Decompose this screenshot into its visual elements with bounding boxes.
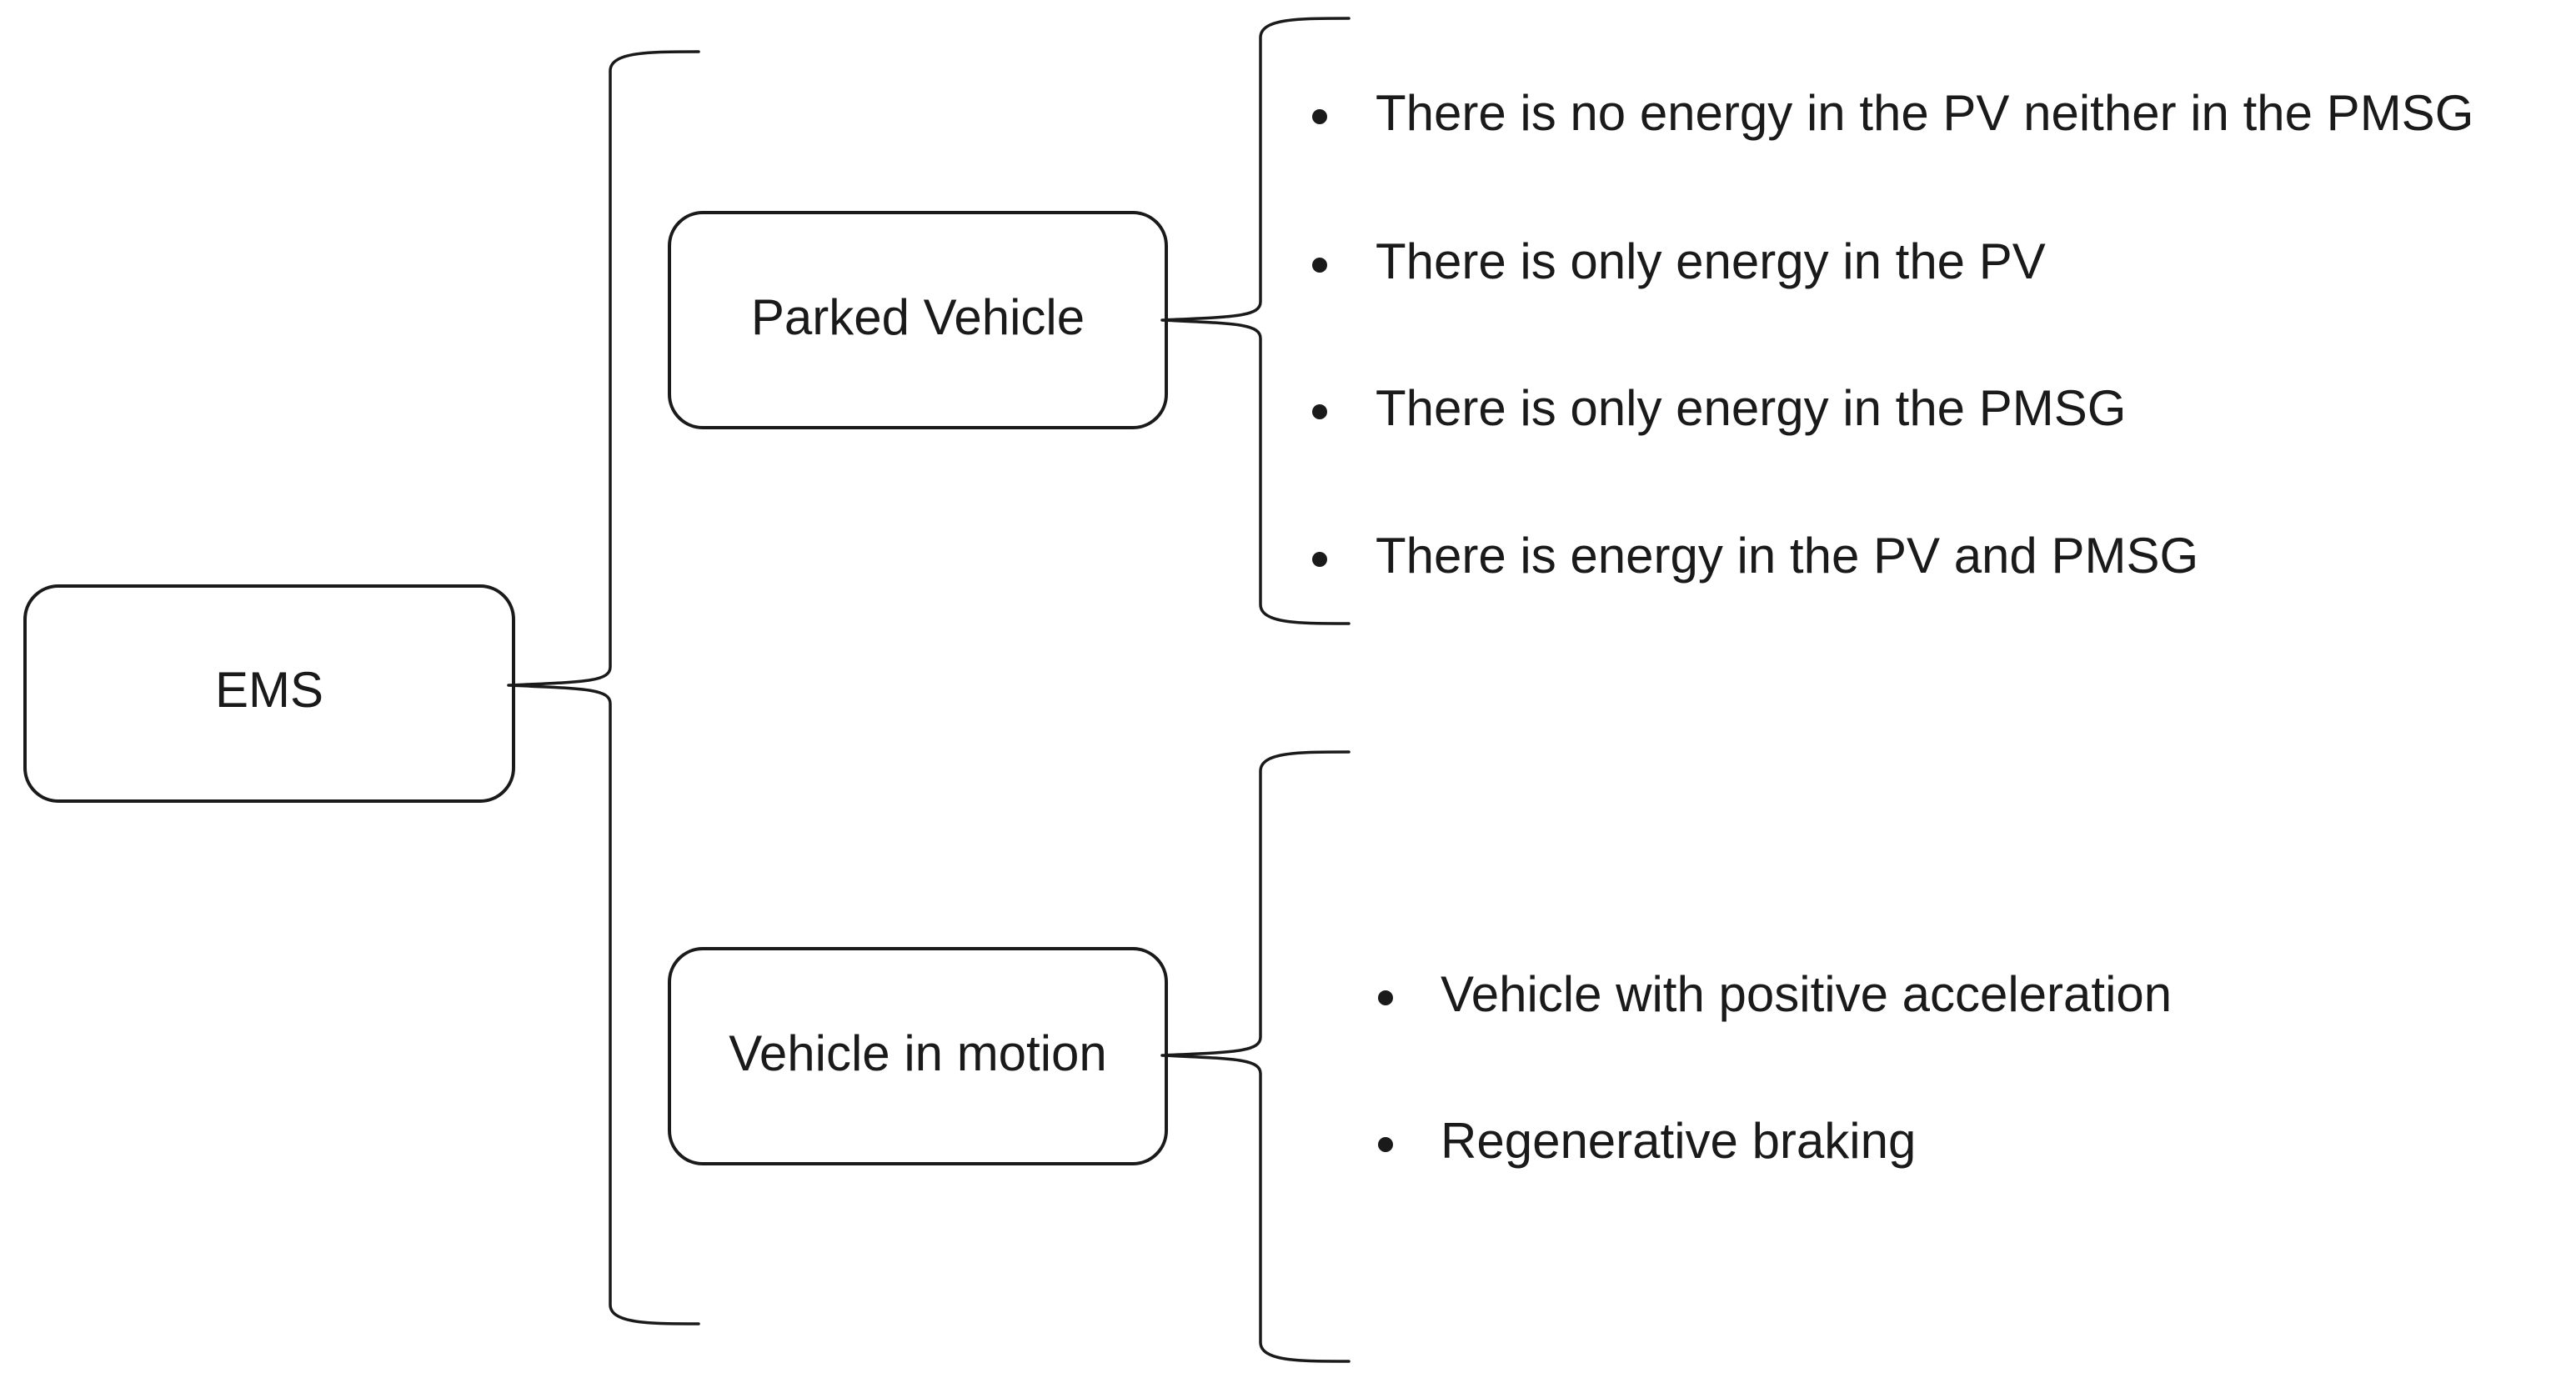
vehicle-in-motion-node-label: Vehicle in motion: [729, 1025, 1107, 1081]
bullet-icon: [1312, 552, 1327, 567]
parked-vehicle-brace: [1160, 17, 1351, 625]
list-item-text: There is no energy in the PV neither in …: [1376, 85, 2473, 141]
root-node: EMS: [23, 584, 515, 803]
parked-vehicle-list: There is no energy in the PV neither in …: [1312, 85, 2473, 584]
list-item: There is only energy in the PMSG: [1312, 380, 2126, 436]
root-brace: [507, 50, 700, 1325]
parked-vehicle-node-label: Parked Vehicle: [751, 289, 1085, 345]
bullet-icon: [1312, 258, 1327, 273]
vehicle-in-motion-list: Vehicle with positive acceleration Regen…: [1378, 966, 2172, 1169]
list-item-text: There is only energy in the PMSG: [1376, 380, 2126, 436]
list-item: There is only energy in the PV: [1312, 233, 2046, 289]
branch-vehicle-in-motion: Vehicle in motion: [668, 947, 1168, 1165]
list-item: There is no energy in the PV neither in …: [1312, 85, 2473, 141]
list-item-text: Regenerative braking: [1441, 1113, 1916, 1169]
list-item: Vehicle with positive acceleration: [1378, 966, 2172, 1022]
branch-parked-vehicle: Parked Vehicle: [668, 211, 1168, 429]
root-node-box: [23, 584, 515, 803]
list-item: Regenerative braking: [1378, 1113, 1916, 1169]
vehicle-in-motion-brace: [1160, 750, 1351, 1363]
list-item-text: There is only energy in the PV: [1376, 233, 2046, 289]
list-item-text: There is energy in the PV and PMSG: [1376, 528, 2198, 584]
list-item-text: Vehicle with positive acceleration: [1441, 966, 2172, 1022]
bullet-icon: [1378, 990, 1393, 1005]
bullet-icon: [1378, 1137, 1393, 1152]
bullet-icon: [1312, 404, 1327, 419]
root-node-label: EMS: [215, 662, 323, 718]
bullet-icon: [1312, 109, 1327, 124]
list-item: There is energy in the PV and PMSG: [1312, 528, 2198, 584]
